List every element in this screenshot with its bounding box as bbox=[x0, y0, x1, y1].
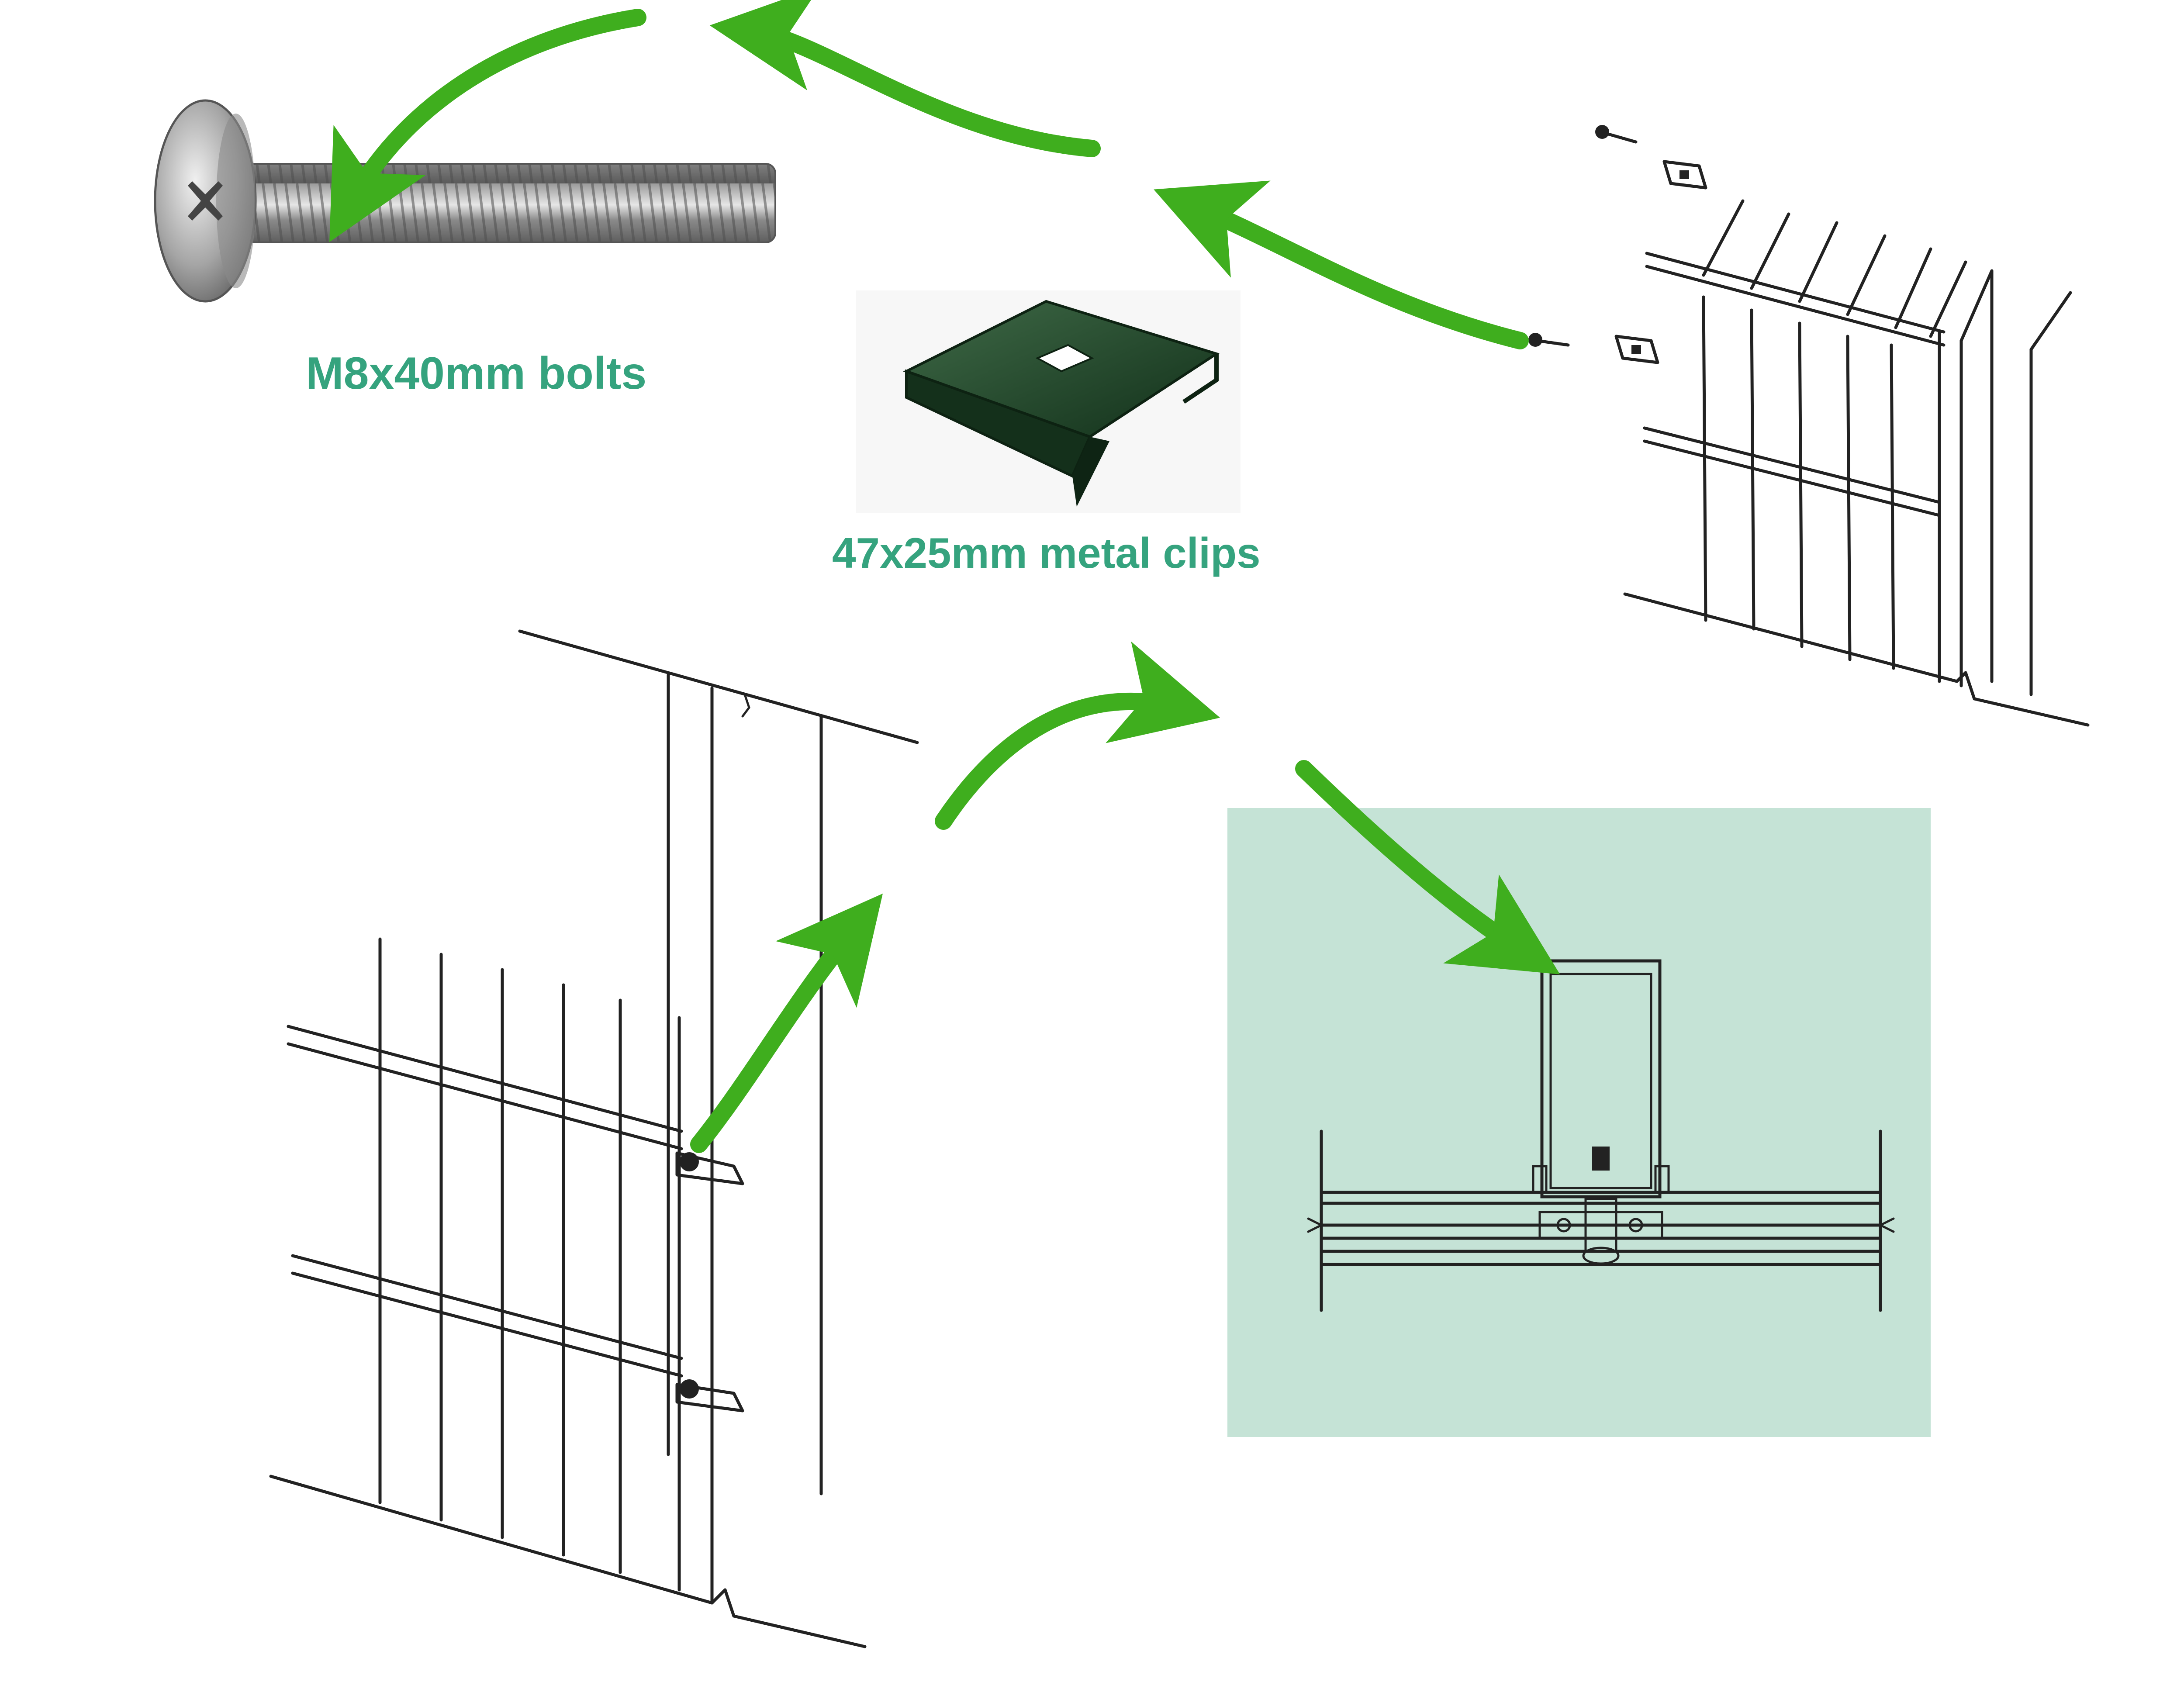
cross-section-detail-panel bbox=[1227, 808, 1931, 1437]
metal-clip-icon bbox=[856, 290, 1241, 513]
green-arrow-icon bbox=[329, 0, 1560, 1153]
small-clip-icon bbox=[1614, 160, 1707, 364]
fence-panel-top-right bbox=[1528, 125, 2090, 727]
bolts-label: M8x40mm bolts bbox=[306, 348, 646, 399]
fence-panel-bottom-left bbox=[269, 629, 919, 1648]
clips-label: 47x25mm metal clips bbox=[832, 529, 1261, 577]
bolt-icon bbox=[154, 99, 776, 303]
small-bolt-icon bbox=[1528, 125, 1638, 347]
post-clip-icon bbox=[675, 1151, 744, 1413]
